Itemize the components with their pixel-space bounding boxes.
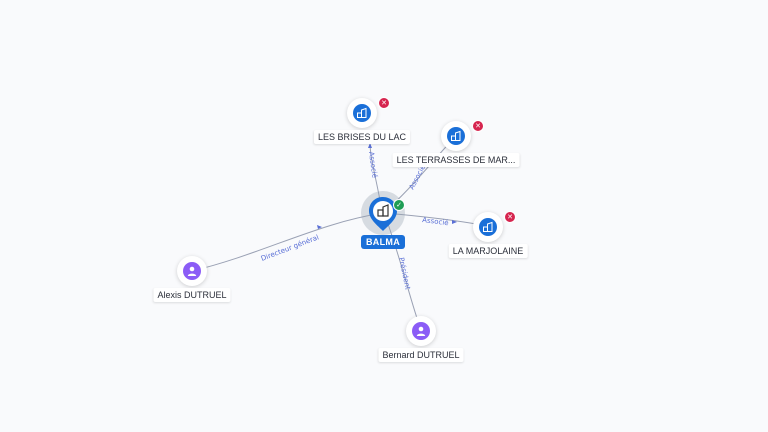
node-label[interactable]: LA MARJOLAINE bbox=[448, 244, 528, 258]
edge-label-marjolaine: Associé bbox=[422, 216, 449, 227]
node-circle[interactable] bbox=[441, 121, 471, 151]
node-label[interactable]: LES TERRASSES DE MAR... bbox=[392, 153, 520, 167]
arrow-brises bbox=[368, 143, 372, 148]
person-icon bbox=[416, 326, 426, 336]
company-icon bbox=[451, 130, 461, 141]
edge-label-alexis: Directeur général bbox=[260, 233, 320, 262]
node-circle[interactable] bbox=[406, 316, 436, 346]
arrow-marjolaine bbox=[452, 220, 457, 224]
person-icon bbox=[187, 266, 197, 276]
edge-alexis bbox=[191, 212, 385, 272]
node-circle[interactable] bbox=[473, 212, 503, 242]
edge-label-terrasses: Associé bbox=[408, 164, 427, 191]
node-circle[interactable] bbox=[177, 256, 207, 286]
close-icon: ✕ bbox=[378, 97, 390, 109]
arrow-alexis bbox=[317, 225, 322, 229]
company-icon bbox=[357, 107, 367, 118]
company-icon-bg bbox=[479, 218, 497, 236]
company-icon bbox=[483, 221, 493, 232]
edge-label-bernard: Président bbox=[397, 257, 412, 291]
close-icon: ✕ bbox=[472, 120, 484, 132]
close-icon: ✕ bbox=[504, 211, 516, 223]
check-icon: ✓ bbox=[393, 199, 405, 211]
company-icon-bg bbox=[447, 127, 465, 145]
node-label[interactable]: Bernard DUTRUEL bbox=[378, 348, 464, 362]
edge-label-brises: Associé bbox=[367, 151, 379, 178]
company-pin-icon bbox=[369, 197, 397, 231]
company-icon-bg bbox=[353, 104, 371, 122]
person-icon-bg bbox=[183, 262, 201, 280]
company-icon bbox=[377, 204, 389, 217]
node-label[interactable]: LES BRISES DU LAC bbox=[313, 130, 411, 144]
center-label[interactable]: BALMA bbox=[361, 235, 405, 249]
node-circle[interactable] bbox=[347, 98, 377, 128]
node-label[interactable]: Alexis DUTRUEL bbox=[153, 288, 231, 302]
person-icon-bg bbox=[412, 322, 430, 340]
